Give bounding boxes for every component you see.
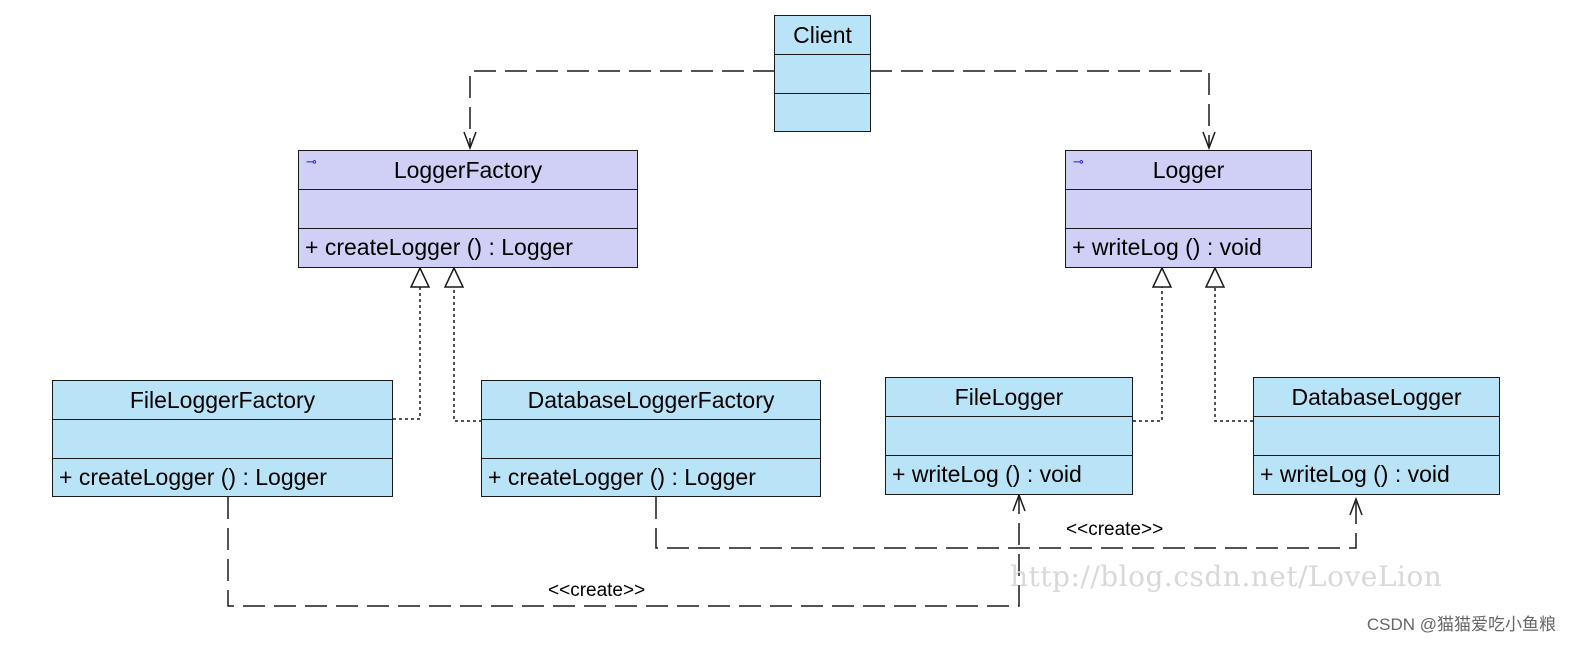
interface-loggerfactory-title: LoggerFactory: [393, 157, 543, 183]
dependency-client-loggerfactory: [469, 70, 775, 147]
class-databaselogger-name: DatabaseLogger: [1254, 378, 1499, 417]
realization-triangle: [409, 266, 431, 288]
class-filelogger[interactable]: FileLogger + writeLog () : void: [885, 377, 1133, 495]
dependency-arrowhead: [463, 131, 477, 151]
class-databaselogger-operation: + writeLog () : void: [1260, 461, 1450, 487]
class-fileloggerfactory-name: FileLoggerFactory: [53, 381, 392, 420]
create-stereotype-upper: <<create>>: [1066, 519, 1164, 540]
interface-logger[interactable]: ⊸ Logger + writeLog () : void: [1065, 150, 1312, 268]
realization-triangle: [1151, 266, 1173, 288]
create-arrowhead: [1349, 496, 1363, 516]
class-databaseloggerfactory-attributes: [482, 420, 820, 459]
class-filelogger-operation: + writeLog () : void: [892, 461, 1082, 487]
class-databaselogger-attributes: [1254, 417, 1499, 456]
class-databaseloggerfactory[interactable]: DatabaseLoggerFactory + createLogger () …: [481, 380, 821, 497]
interface-logger-title: Logger: [1152, 157, 1225, 183]
class-client-attributes: [775, 55, 870, 94]
create-arrowhead: [1012, 492, 1026, 512]
interface-icon: ⊸: [306, 154, 317, 169]
class-fileloggerfactory[interactable]: FileLoggerFactory + createLogger () : Lo…: [52, 380, 393, 497]
create-dbfactory-dblogger: [655, 497, 1357, 549]
class-databaseloggerfactory-name: DatabaseLoggerFactory: [482, 381, 820, 420]
watermark-url: http://blog.csdn.net/LoveLion: [1010, 560, 1443, 593]
interface-loggerfactory-name: ⊸ LoggerFactory: [299, 151, 637, 190]
class-fileloggerfactory-operation: + createLogger () : Logger: [59, 464, 327, 490]
realization-dblogger: [1214, 287, 1253, 422]
class-client-name: Client: [775, 16, 870, 55]
realization-filelogger: [1133, 287, 1163, 422]
interface-loggerfactory[interactable]: ⊸ LoggerFactory + createLogger () : Logg…: [298, 150, 638, 268]
interface-logger-operation: + writeLog () : void: [1072, 234, 1262, 260]
dependency-arrowhead: [1202, 131, 1216, 151]
class-client-operations: [775, 94, 870, 130]
interface-loggerfactory-attributes: [299, 190, 637, 229]
interface-logger-attributes: [1066, 190, 1311, 229]
interface-loggerfactory-operation: + createLogger () : Logger: [305, 234, 573, 260]
realization-triangle: [1204, 266, 1226, 288]
class-databaselogger[interactable]: DatabaseLogger + writeLog () : void: [1253, 377, 1500, 495]
realization-dbfactory: [453, 287, 482, 422]
class-databaseloggerfactory-operation: + createLogger () : Logger: [488, 464, 756, 490]
credit-label: CSDN @猫猫爱吃小鱼粮: [1366, 615, 1556, 634]
class-filelogger-name: FileLogger: [886, 378, 1132, 417]
interface-logger-name: ⊸ Logger: [1066, 151, 1311, 190]
class-fileloggerfactory-attributes: [53, 420, 392, 459]
create-filefactory-filelogger: [227, 495, 1020, 607]
class-client[interactable]: Client: [774, 15, 871, 132]
class-filelogger-attributes: [886, 417, 1132, 456]
dependency-client-logger: [870, 70, 1210, 147]
interface-icon: ⊸: [1073, 154, 1084, 169]
realization-triangle: [443, 266, 465, 288]
create-stereotype-lower: <<create>>: [548, 580, 646, 601]
realization-filefactory: [393, 287, 421, 420]
